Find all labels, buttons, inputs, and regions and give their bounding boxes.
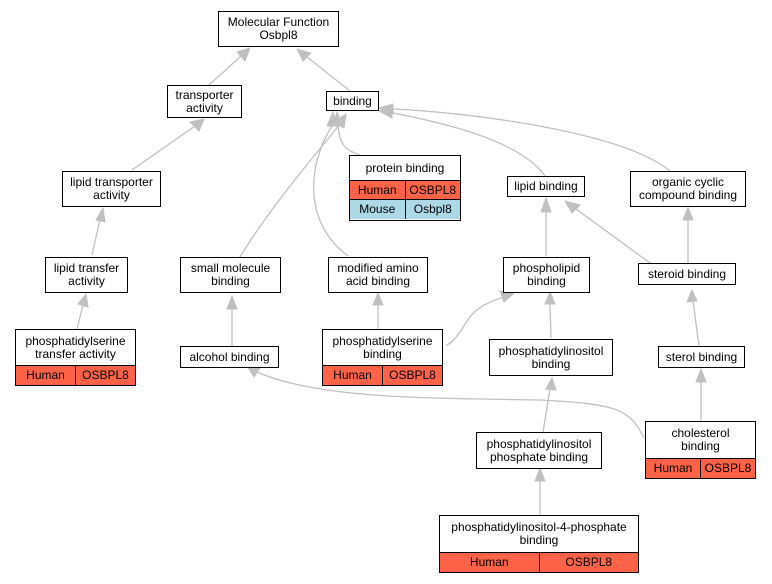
node-label: organic cyclic compound binding <box>638 175 738 202</box>
edge-modified-amino-to-binding <box>313 125 349 257</box>
gene-cell: OSBPL8 <box>538 553 639 572</box>
node-alcohol-binding[interactable]: alcohol binding <box>180 346 279 368</box>
node-lipid-transporter-activity[interactable]: lipid transporter activity <box>62 171 161 207</box>
arrow-head <box>95 206 106 223</box>
node-label: lipid transporter activity <box>70 175 153 202</box>
node-label: small molecule binding <box>190 261 271 288</box>
node-label: lipid binding <box>514 179 578 193</box>
node-label: transporter activity <box>175 87 234 115</box>
node-label: alcohol binding <box>189 349 270 364</box>
node-transporter-activity[interactable]: transporter activity <box>167 85 242 118</box>
node-label: phospholipid binding <box>512 261 581 288</box>
node-label: sterol binding <box>665 349 738 364</box>
gene-cell: OSBPL8 <box>700 459 755 478</box>
species-cell: Human <box>357 182 397 197</box>
arrow-head <box>686 288 698 303</box>
edge-binding-to-molecular-function <box>306 56 351 92</box>
arrow-head <box>77 292 89 308</box>
species-cell: Human <box>26 368 65 382</box>
edge-cholesterol-to-alcohol <box>256 371 645 439</box>
node-label: phosphatidylserine binding <box>323 330 442 366</box>
node-label: modified amino acid binding <box>337 261 419 288</box>
gene-row-mouse: Mouse Osbpl8 <box>350 200 460 219</box>
node-protein-binding[interactable]: protein binding Human OSBPL8 Mouse Osbpl… <box>349 155 461 221</box>
arrow-head <box>695 367 707 383</box>
node-label: steroid binding <box>647 266 727 281</box>
node-phosphatidylserine-binding[interactable]: phosphatidylserine binding Human OSBPL8 <box>322 329 443 386</box>
node-phosphatidylinositol-4-phosphate-binding[interactable]: phosphatidylinositol-4-phosphate binding… <box>439 515 639 573</box>
edge-pip-to-pi <box>542 388 551 433</box>
node-lipid-transfer-activity[interactable]: lipid transfer activity <box>45 257 128 293</box>
edge-transporter-to-molecular-function <box>207 55 242 87</box>
gene-row-human: Human OSBPL8 <box>323 366 442 385</box>
gene-row-human: Human OSBPL8 <box>440 553 638 572</box>
arrow-head <box>545 376 557 391</box>
node-label: protein binding <box>350 156 460 181</box>
gene-row-human: Human OSBPL8 <box>350 181 460 200</box>
species-cell: Human <box>469 555 509 569</box>
gene-cell: OSBPL8 <box>404 181 461 199</box>
arrow-head <box>226 294 238 310</box>
species-cell: Human <box>333 368 372 382</box>
arrow-head <box>332 110 344 127</box>
node-phosphatidylinositol-binding[interactable]: phosphatidylinositol binding <box>489 339 613 376</box>
edge-small-molecule-to-binding <box>239 124 340 258</box>
node-label: lipid transfer activity <box>53 261 120 288</box>
node-sterol-binding[interactable]: sterol binding <box>658 346 745 368</box>
node-label: phosphatidylinositol-4-phosphate binding <box>440 516 638 553</box>
arrow-head <box>563 200 581 214</box>
node-steroid-binding[interactable]: steroid binding <box>638 263 736 285</box>
node-label: binding <box>333 93 372 108</box>
node-lipid-binding[interactable]: lipid binding <box>507 176 585 197</box>
node-label: Molecular Function Osbpl8 <box>227 15 330 42</box>
node-phosphatidylserine-transfer-activity[interactable]: phosphatidylserine transfer activity Hum… <box>15 329 136 386</box>
gene-cell: OSBPL8 <box>382 366 442 385</box>
edge-protein-binding-to-binding <box>337 125 361 156</box>
arrow-head <box>544 290 556 305</box>
node-cholesterol-binding[interactable]: cholesterol binding Human OSBPL8 <box>645 421 756 479</box>
arrow-head <box>540 196 552 213</box>
edge-ps-transfer-to-lipid-transfer <box>76 304 84 330</box>
node-modified-amino-acid-binding[interactable]: modified amino acid binding <box>328 257 428 293</box>
species-cell: Mouse <box>359 202 396 216</box>
species-cell: Human <box>653 461 693 475</box>
node-small-molecule-binding[interactable]: small molecule binding <box>180 257 281 293</box>
edge-steroid-to-lipid-binding <box>575 208 651 264</box>
node-binding[interactable]: binding <box>326 91 379 111</box>
node-label: phosphatidylinositol phosphate binding <box>486 436 592 464</box>
edge-lipid-binding-to-binding <box>392 112 546 177</box>
arrow-head <box>372 291 384 306</box>
arrow-head <box>682 205 694 221</box>
edge-organic-cyclic-to-binding <box>392 108 671 172</box>
node-molecular-function[interactable]: Molecular Function Osbpl8 <box>218 11 339 47</box>
arrow-head <box>534 466 546 482</box>
arrow-head <box>377 103 394 115</box>
node-label: phosphatidylinositol binding <box>498 343 604 371</box>
node-label: cholesterol binding <box>646 422 755 459</box>
node-label: phosphatidylserine transfer activity <box>16 330 135 366</box>
edge-sterol-to-steroid <box>692 300 700 347</box>
node-phosphatidylinositol-phosphate-binding[interactable]: phosphatidylinositol phosphate binding <box>476 432 602 469</box>
edge-pi-to-phospholipid <box>549 303 552 339</box>
edge-ps-binding-to-phospholipid <box>445 296 505 347</box>
gene-row-human: Human OSBPL8 <box>16 366 135 385</box>
gene-cell: Osbpl8 <box>404 200 461 219</box>
node-organic-cyclic-compound-binding[interactable]: organic cyclic compound binding <box>630 171 746 207</box>
gene-cell: OSBPL8 <box>75 366 135 385</box>
arrow-head <box>236 47 251 62</box>
edge-lipid-transfer-to-lipid-transporter <box>91 218 101 256</box>
node-phospholipid-binding[interactable]: phospholipid binding <box>503 257 590 293</box>
gene-row-human: Human OSBPL8 <box>646 459 755 478</box>
arrow-head <box>296 48 312 62</box>
edge-lipid-transporter-to-transporter <box>131 125 196 171</box>
arrow-head <box>188 118 205 132</box>
